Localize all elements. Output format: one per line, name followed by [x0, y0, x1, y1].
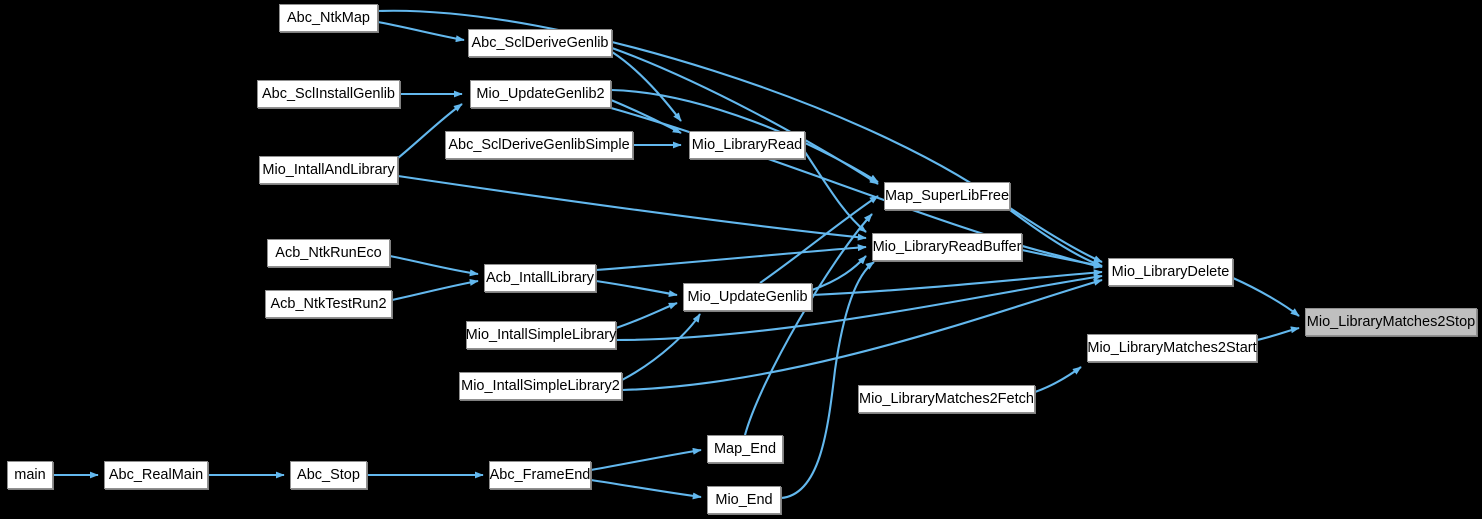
- graph-node-mio_updategenlib[interactable]: Mio_UpdateGenlib: [683, 283, 812, 311]
- graph-node-label: Map_End: [713, 440, 777, 457]
- graph-node-mio_librarymatches2start[interactable]: Mio_LibraryMatches2Start: [1087, 334, 1257, 362]
- edges-group: [53, 9, 1300, 500]
- graph-node-label: Mio_IntallSimpleLibrary2: [461, 377, 620, 394]
- edge-mio_intallsimplelibrary2-to-mio_updategenlib: [621, 313, 701, 381]
- edge-mio_librarydelete-to-mio_librarymatches2stop: [1232, 277, 1300, 317]
- edge-mio_intallandlibrary-to-mio_libraryreadbuffer: [397, 174, 867, 241]
- graph-node-map_superlibfree[interactable]: Map_SuperLibFree: [884, 182, 1010, 210]
- graph-node-abc_sclderivegenlib[interactable]: Abc_SclDeriveGenlib: [468, 29, 612, 57]
- graph-node-label: Acb_IntallLibrary: [486, 269, 594, 286]
- graph-node-label: Map_SuperLibFree: [884, 187, 1010, 204]
- edge-mio_librarymatches2fetch-to-mio_librarymatches2start: [1034, 366, 1082, 393]
- graph-node-label: Acb_NtkTestRun2: [270, 295, 387, 312]
- graph-node-label: Mio_UpdateGenlib2: [476, 85, 605, 102]
- graph-node-label: Mio_LibraryMatches2Start: [1087, 339, 1257, 356]
- graph-node-label: Abc_SclInstallGenlib: [262, 85, 395, 102]
- edge-mio_intallsimplelibrary-to-mio_librarydelete: [615, 273, 1103, 342]
- graph-node-abc_realmain[interactable]: Abc_RealMain: [104, 461, 208, 489]
- edge-map_superlibfree-to-mio_librarydelete: [1009, 207, 1103, 263]
- graph-node-label: Acb_NtkRunEco: [275, 244, 382, 261]
- edge-acb_ntkruneco-to-acb_intalllibrary: [389, 254, 479, 277]
- edge-mio_intallsimplelibrary2-to-mio_librarydelete: [621, 278, 1103, 392]
- graph-node-label: Mio_LibraryDelete: [1111, 263, 1230, 280]
- graph-node-label: Mio_LibraryReadBuffer: [872, 238, 1022, 255]
- edge-mio_updategenlib2-to-mio_libraryread: [610, 99, 682, 134]
- edge-acb_ntktestrun2-to-acb_intalllibrary: [391, 278, 479, 302]
- graph-node-acb_intalllibrary[interactable]: Acb_IntallLibrary: [484, 264, 596, 292]
- graph-node-abc_sclinstallgenlib[interactable]: Abc_SclInstallGenlib: [257, 80, 400, 108]
- edge-mio_end-to-mio_libraryreadbuffer: [780, 261, 875, 500]
- graph-node-main[interactable]: main: [7, 461, 53, 489]
- graph-node-label: Mio_LibraryMatches2Stop: [1306, 313, 1476, 330]
- graph-node-mio_libraryread[interactable]: Mio_LibraryRead: [689, 131, 805, 159]
- edge-mio_updategenlib-to-map_superlibfree: [759, 195, 879, 284]
- graph-node-mio_librarymatches2stop[interactable]: Mio_LibraryMatches2Stop: [1305, 308, 1477, 336]
- graph-node-label: Abc_NtkMap: [286, 9, 370, 26]
- graph-node-mio_librarydelete[interactable]: Mio_LibraryDelete: [1108, 258, 1233, 286]
- graph-node-abc_stop[interactable]: Abc_Stop: [290, 461, 367, 489]
- graph-node-map_end[interactable]: Map_End: [707, 435, 783, 463]
- edge-mio_librarymatches2start-to-mio_librarymatches2stop: [1256, 326, 1300, 342]
- edge-abc_ntkmap-to-abc_sclderivegenlib: [377, 20, 465, 43]
- edge-map_end-to-map_superlibfree: [743, 213, 873, 436]
- graph-node-acb_ntktestrun2[interactable]: Acb_NtkTestRun2: [265, 290, 392, 318]
- graph-node-abc_frameend[interactable]: Abc_FrameEnd: [489, 461, 591, 489]
- edge-abc_ntkmap-to-mio_librarydelete: [377, 9, 1103, 267]
- edge-mio_libraryread-to-mio_libraryreadbuffer: [804, 151, 867, 233]
- edge-mio_intallsimplelibrary-to-mio_updategenlib: [615, 302, 678, 329]
- edge-acb_intalllibrary-to-mio_updategenlib: [595, 279, 678, 298]
- graph-node-label: Abc_FrameEnd: [489, 466, 591, 483]
- graph-node-label: Mio_IntallSimpleLibrary: [465, 326, 617, 343]
- graph-node-label: Mio_UpdateGenlib: [687, 288, 808, 305]
- graph-node-label: Abc_RealMain: [108, 466, 204, 483]
- graph-node-label: Abc_SclDeriveGenlibSimple: [448, 136, 630, 153]
- edge-abc_sclderivegenlib-to-mio_libraryread: [611, 51, 682, 122]
- edge-mio_intallandlibrary-to-mio_updategenlib2: [397, 103, 463, 159]
- graph-node-abc_ntkmap[interactable]: Abc_NtkMap: [279, 4, 378, 32]
- graph-node-abc_sclderivegenlibsimple[interactable]: Abc_SclDeriveGenlibSimple: [445, 131, 633, 159]
- graph-node-label: Mio_LibraryRead: [691, 136, 803, 153]
- graph-node-acb_ntkruneco[interactable]: Acb_NtkRunEco: [267, 239, 390, 267]
- graph-node-mio_libraryreadbuffer[interactable]: Mio_LibraryReadBuffer: [872, 233, 1022, 261]
- graph-node-label: Mio_LibraryMatches2Fetch: [859, 390, 1034, 407]
- graph-node-mio_intallandlibrary[interactable]: Mio_IntallAndLibrary: [259, 156, 398, 184]
- edge-abc_frameend-to-map_end: [590, 447, 702, 472]
- graph-node-mio_librarymatches2fetch[interactable]: Mio_LibraryMatches2Fetch: [858, 385, 1035, 413]
- graph-node-mio_intallsimplelibrary2[interactable]: Mio_IntallSimpleLibrary2: [459, 372, 622, 400]
- graph-node-mio_intallsimplelibrary[interactable]: Mio_IntallSimpleLibrary: [466, 321, 616, 349]
- graph-node-label: Mio_IntallAndLibrary: [262, 161, 395, 178]
- graph-node-mio_end[interactable]: Mio_End: [707, 486, 781, 514]
- graph-node-label: Mio_End: [715, 491, 773, 508]
- graph-node-label: main: [14, 466, 46, 483]
- edge-mio_updategenlib2-to-map_superlibfree: [610, 88, 879, 183]
- graph-node-mio_updategenlib2[interactable]: Mio_UpdateGenlib2: [470, 80, 611, 108]
- graph-node-label: Abc_Stop: [297, 466, 360, 483]
- edge-mio_libraryreadbuffer-to-mio_librarydelete: [1021, 248, 1103, 268]
- edge-acb_intalllibrary-to-mio_libraryreadbuffer: [595, 244, 867, 272]
- edge-mio_updategenlib2-to-mio_librarydelete: [610, 106, 1103, 269]
- edge-abc_frameend-to-mio_end: [590, 478, 702, 500]
- graph-node-label: Abc_SclDeriveGenlib: [471, 34, 609, 51]
